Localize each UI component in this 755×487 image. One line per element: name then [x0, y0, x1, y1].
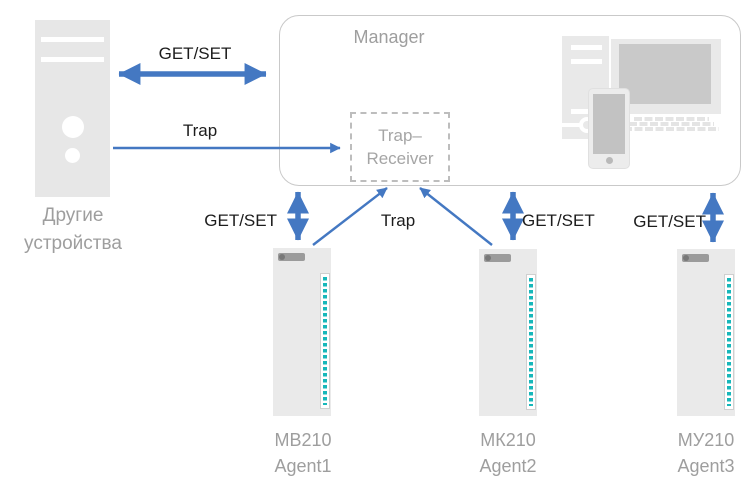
keyboard-icon	[624, 117, 719, 133]
other-devices-line1: Другие	[42, 205, 104, 226]
getset-label-agent1: GET/SET	[204, 211, 277, 230]
agent2-label: МК210 Agent2	[458, 427, 558, 479]
agent1-module-icon	[273, 248, 331, 416]
trap-label-top: Trap	[182, 121, 218, 140]
agent1-model: МВ210	[274, 430, 332, 450]
trap-receiver-line2: Receiver	[366, 149, 434, 168]
trap-receiver-box: Trap– Receiver	[350, 112, 450, 182]
agent2-model: МК210	[480, 430, 536, 450]
agent2-name: Agent2	[479, 456, 537, 476]
agent3-model: МУ210	[677, 430, 735, 450]
getset-label-agent3: GET/SET	[633, 212, 706, 231]
trap-arrow-agent2	[419, 187, 493, 246]
server-button	[62, 116, 84, 138]
getset-label-top: GET/SET	[158, 44, 232, 63]
led-strip	[724, 274, 734, 410]
agent1-label: МВ210 Agent1	[253, 427, 353, 479]
agent2-module-icon	[479, 249, 537, 416]
other-devices-label: Другие устройства	[0, 202, 146, 258]
agent3-module-icon	[677, 249, 735, 416]
manager-title: Manager	[353, 27, 425, 47]
server-tower-icon	[35, 20, 110, 197]
manager-box: Manager Trap– Receiver	[279, 15, 741, 186]
smartphone-icon	[588, 88, 630, 169]
agent1-name: Agent1	[274, 456, 332, 476]
trap-receiver-line1: Trap–	[378, 126, 422, 145]
vendor-logo	[682, 254, 709, 262]
vendor-logo	[484, 254, 511, 262]
other-devices-line2: устройства	[24, 233, 122, 254]
vendor-logo	[278, 253, 305, 261]
led-strip	[526, 274, 536, 410]
led-strip	[320, 273, 330, 409]
server-button	[65, 148, 80, 163]
getset-label-agent2: GET/SET	[522, 211, 595, 230]
agent3-name: Agent3	[677, 456, 735, 476]
server-slot	[41, 37, 104, 42]
monitor-icon	[611, 39, 721, 114]
trap-label-agents: Trap	[380, 211, 416, 230]
agent3-label: МУ210 Agent3	[656, 427, 755, 479]
server-slot	[41, 57, 104, 62]
